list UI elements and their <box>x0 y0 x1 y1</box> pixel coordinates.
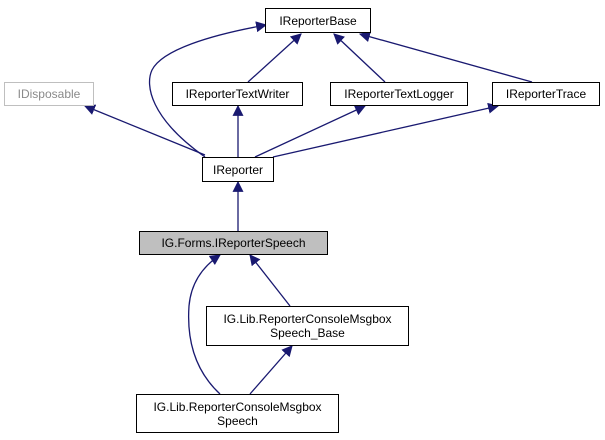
edge-textwriter-to-base <box>247 33 302 83</box>
edge-speechbase-to-speech <box>249 254 291 307</box>
node-label: IG.Forms.IReporterSpeech <box>161 236 306 250</box>
node-label-line-1: IG.Lib.ReporterConsoleMsgbox <box>223 312 392 326</box>
edge-ireporter-to-base <box>148 21 268 158</box>
node-ireporter-trace[interactable]: IReporterTrace <box>492 82 600 106</box>
node-label: IReporter <box>212 162 264 177</box>
node-idisposable[interactable]: IDisposable <box>4 82 94 106</box>
node-label: IReporterTextLogger <box>344 87 454 101</box>
edge-ireporter-to-textlogger <box>254 105 366 158</box>
node-label-line-1: IG.Lib.ReporterConsoleMsgbox <box>153 399 322 414</box>
node-ireporter-base[interactable]: IReporterBase <box>265 8 371 33</box>
edge-textlogger-to-base <box>333 33 386 83</box>
node-ireporter-speech: IG.Forms.IReporterSpeech <box>139 231 328 255</box>
node-ireporter-text-logger[interactable]: IReporterTextLogger <box>330 82 468 106</box>
node-console-msgbox-speech[interactable]: IG.Lib.ReporterConsoleMsgbox Speech <box>136 394 339 433</box>
node-label: IReporterTextWriter <box>185 87 290 101</box>
node-label-line-2: Speech_Base <box>270 326 345 340</box>
node-label: IReporterTrace <box>505 87 587 101</box>
edge-ireporter-to-trace <box>272 102 500 158</box>
node-console-msgbox-speech-base[interactable]: IG.Lib.ReporterConsoleMsgbox Speech_Base <box>206 306 409 346</box>
edge-consolespeech-to-speech <box>187 254 221 395</box>
edge-consolespeech-to-speechbase <box>249 345 293 395</box>
edge-trace-to-base <box>358 31 533 83</box>
node-label: IReporterBase <box>279 13 357 28</box>
node-ireporter-text-writer[interactable]: IReporterTextWriter <box>172 82 303 106</box>
node-ireporter[interactable]: IReporter <box>202 157 274 182</box>
node-label-line-2: Speech <box>217 413 258 428</box>
node-label: IDisposable <box>17 87 81 101</box>
edge-ireporter-to-idisposable <box>83 104 206 156</box>
